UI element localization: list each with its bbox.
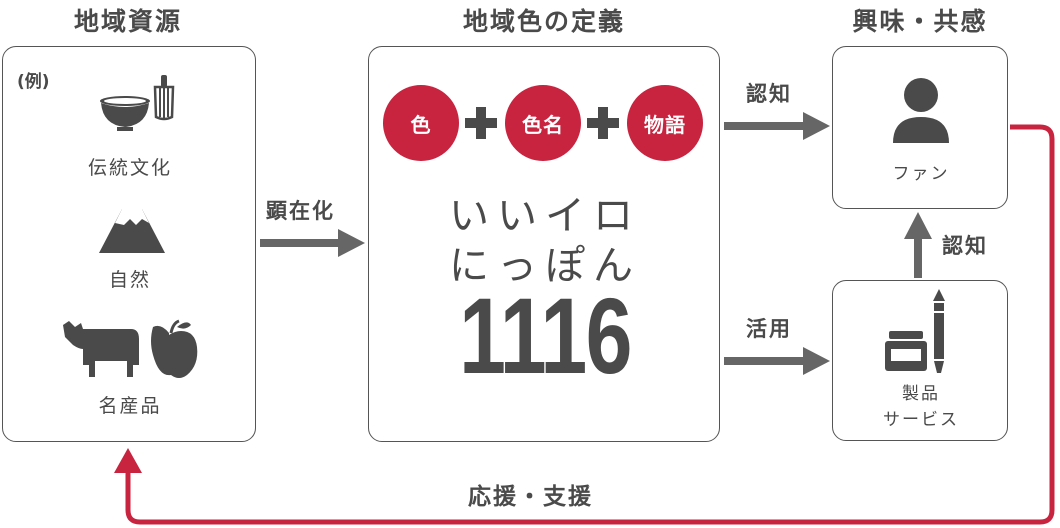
- support-label: 応援・支援: [468, 484, 593, 510]
- support-arrowhead: [114, 448, 142, 473]
- nature-label: 自然: [108, 269, 151, 291]
- circle-story: 物語: [627, 85, 703, 161]
- circle-color-name: 色名: [505, 85, 581, 161]
- utilize-label: 活用: [746, 317, 792, 341]
- specialty-products-label: 名産品: [98, 395, 162, 417]
- tea-bowl-whisk-icon: [100, 75, 175, 131]
- arrow-recognize-top: [724, 112, 830, 140]
- support-loop-line: [125, 124, 1055, 525]
- person-icon: [893, 78, 949, 143]
- ink-pen-icon: [885, 289, 945, 373]
- logo-line1: いいイロ: [449, 193, 641, 239]
- mountain-icon: [99, 209, 165, 253]
- recognize-right-label: 認知: [942, 234, 988, 258]
- circle-color: 色: [383, 85, 459, 161]
- definition-title: 地域色の定義: [462, 7, 625, 36]
- recognize-top-label: 認知: [746, 82, 792, 106]
- logo-number: 1116: [459, 275, 632, 396]
- plus-icon: [587, 107, 619, 139]
- product-box: 製品 サービス: [832, 280, 1008, 441]
- product-label-line1: 製品: [902, 384, 940, 404]
- logo-line2: にっぽん: [449, 243, 641, 289]
- arrow-utilize: [724, 347, 830, 375]
- materialize-label: 顕在化: [266, 199, 335, 223]
- fan-label: ファン: [892, 164, 950, 184]
- plus-icon: [465, 107, 497, 139]
- arrow-materialize: [260, 229, 365, 257]
- arrow-recognize-right: [904, 212, 932, 278]
- fan-box: ファン: [832, 46, 1008, 209]
- traditional-culture-label: 伝統文化: [87, 157, 172, 179]
- resources-box: (例) 伝統文化 自然 名産品: [2, 46, 256, 442]
- definition-box: 色 色名 物語 いいイロ にっぽん 1116: [368, 46, 720, 442]
- resources-title: 地域資源: [73, 7, 182, 36]
- cow-apple-icon: [63, 319, 198, 378]
- example-label: (例): [17, 72, 50, 92]
- product-label-line2: サービス: [883, 410, 959, 430]
- interest-title: 興味・共感: [852, 7, 988, 36]
